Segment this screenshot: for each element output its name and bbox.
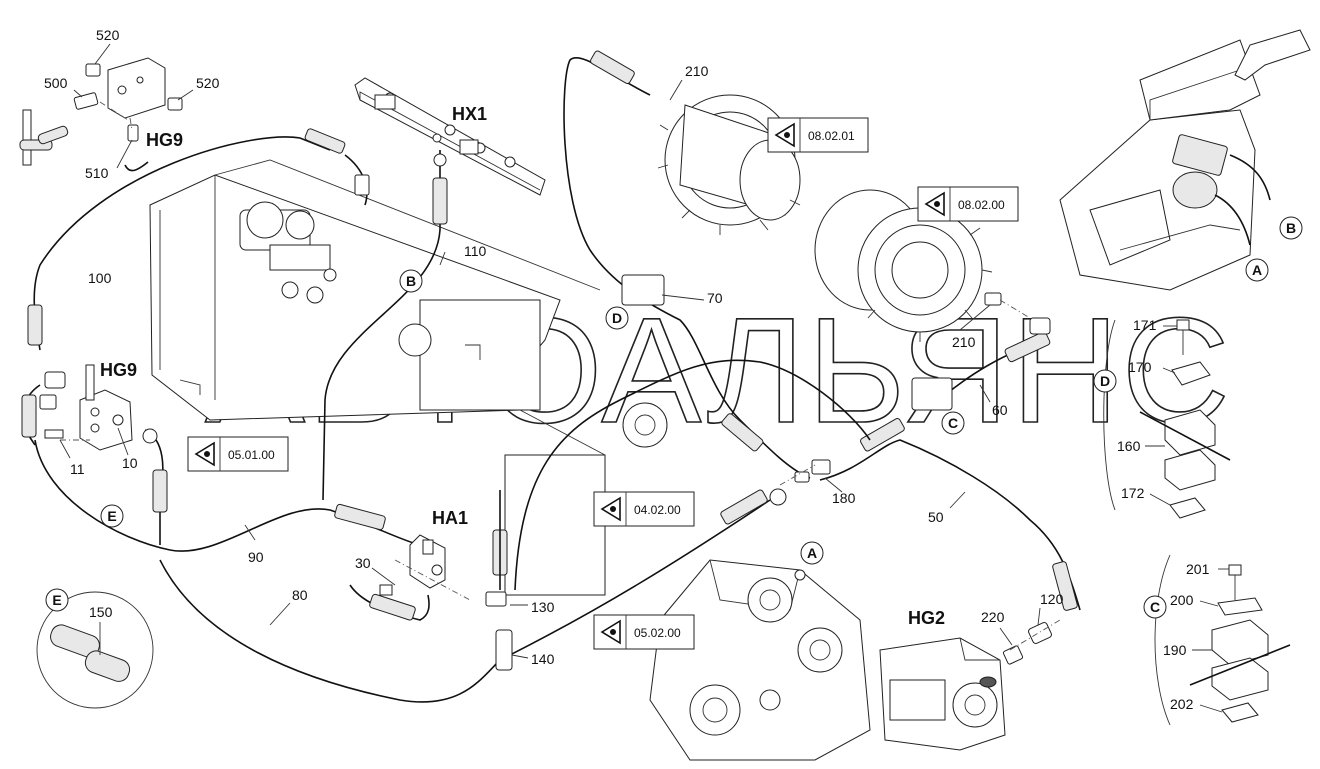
callout-d-main: D bbox=[605, 306, 629, 330]
part-number-labels: 520 500 520 510 210 100 110 70 210 60 11… bbox=[44, 27, 1210, 712]
part-number: 80 bbox=[292, 587, 308, 603]
part-number: 170 bbox=[1128, 359, 1152, 375]
svg-text:C: C bbox=[948, 415, 958, 431]
detail-d-clamp bbox=[1103, 319, 1231, 519]
drive-motor-upper bbox=[657, 94, 801, 235]
reference-code: 08.02.01 bbox=[808, 129, 855, 143]
hose-90 bbox=[34, 439, 421, 552]
group-label-ha1: HA1 bbox=[432, 508, 468, 528]
fitting-180 bbox=[779, 459, 831, 486]
part-number: 100 bbox=[88, 270, 112, 286]
part-number: 202 bbox=[1170, 696, 1194, 712]
reference-box-05-02-00[interactable]: 05.02.00 bbox=[593, 614, 695, 650]
part-number: 500 bbox=[44, 75, 68, 91]
hg9-top-valve bbox=[19, 57, 183, 172]
part-number: 60 bbox=[992, 402, 1008, 418]
part-number: 11 bbox=[70, 461, 85, 477]
view-eye-icon bbox=[600, 496, 621, 522]
reference-code: 05.02.00 bbox=[634, 626, 681, 640]
reference-code: 04.02.00 bbox=[634, 503, 681, 517]
part-number: 70 bbox=[707, 290, 723, 306]
part-number: 160 bbox=[1117, 438, 1141, 454]
svg-text:B: B bbox=[406, 273, 416, 289]
machine-overview bbox=[1059, 29, 1311, 291]
reference-code: 05.01.00 bbox=[228, 448, 275, 462]
svg-text:A: A bbox=[807, 545, 817, 561]
view-eye-icon bbox=[924, 191, 945, 217]
group-label-hg2: HG2 bbox=[908, 608, 945, 628]
view-eye-icon bbox=[194, 441, 215, 467]
group-label-hg9-top: HG9 bbox=[146, 130, 183, 150]
hose-70 bbox=[563, 50, 811, 479]
part-number: 10 bbox=[122, 455, 138, 471]
part-number: 180 bbox=[832, 490, 856, 506]
part-number: 130 bbox=[531, 599, 555, 615]
part-number: 90 bbox=[248, 549, 264, 565]
svg-text:E: E bbox=[107, 508, 116, 524]
part-number: 201 bbox=[1186, 561, 1210, 577]
part-number: 140 bbox=[531, 651, 555, 667]
part-number: 30 bbox=[355, 555, 371, 571]
svg-text:D: D bbox=[1100, 373, 1110, 389]
part-number: 150 bbox=[89, 604, 113, 620]
callout-c-detail: C bbox=[1143, 595, 1167, 619]
part-number: 210 bbox=[685, 63, 709, 79]
svg-text:C: C bbox=[1150, 599, 1160, 615]
hose-100 bbox=[27, 128, 370, 351]
svg-text:B: B bbox=[1286, 220, 1296, 236]
part-number: 120 bbox=[1040, 591, 1064, 607]
reference-box-04-02-00[interactable]: 04.02.00 bbox=[593, 491, 695, 527]
callout-b-main: B bbox=[399, 269, 423, 293]
svg-text:D: D bbox=[612, 310, 622, 326]
part-number: 220 bbox=[981, 609, 1005, 625]
part-number: 190 bbox=[1163, 642, 1187, 658]
callout-b-thumbnail: B bbox=[1279, 216, 1303, 240]
hose-110 bbox=[322, 150, 448, 501]
direction-arrow-icon bbox=[1234, 29, 1311, 81]
part-number: 200 bbox=[1170, 592, 1194, 608]
callout-c-main: C bbox=[941, 411, 965, 435]
reference-box-08-02-00[interactable]: 08.02.00 bbox=[917, 186, 1019, 222]
hose-60 bbox=[911, 317, 1051, 411]
part-number: 171 bbox=[1133, 317, 1157, 333]
hx1-manifold bbox=[354, 77, 546, 196]
leader-lines bbox=[59, 43, 1229, 713]
part-number: 520 bbox=[96, 27, 120, 43]
pump-gearbox bbox=[649, 559, 871, 761]
hydraulic-tank bbox=[149, 159, 668, 596]
part-number: 510 bbox=[85, 165, 109, 181]
detail-e-hose-protection bbox=[36, 591, 154, 709]
callout-a-thumbnail: A bbox=[1245, 258, 1269, 282]
callout-e-detail: E bbox=[45, 588, 69, 612]
part-number: 50 bbox=[928, 509, 944, 525]
group-label-hg9-left: HG9 bbox=[100, 360, 137, 380]
view-eye-icon bbox=[600, 619, 621, 645]
group-label-hx1: HX1 bbox=[452, 104, 487, 124]
svg-text:A: A bbox=[1252, 262, 1262, 278]
reference-code: 08.02.00 bbox=[958, 198, 1005, 212]
drive-motor-lower bbox=[814, 189, 1031, 342]
part-number: 520 bbox=[196, 75, 220, 91]
hose-80 bbox=[159, 488, 787, 703]
callout-a-main: A bbox=[800, 541, 824, 565]
part-number: 210 bbox=[952, 334, 976, 350]
callout-d-detail: D bbox=[1093, 369, 1117, 393]
hg2-pump bbox=[879, 619, 1061, 751]
reference-box-08-02-01[interactable]: 08.02.01 bbox=[767, 117, 869, 153]
hose-50 bbox=[514, 359, 1081, 611]
svg-text:E: E bbox=[52, 592, 61, 608]
callout-e-main: E bbox=[100, 504, 124, 528]
part-number: 172 bbox=[1121, 485, 1145, 501]
reference-box-05-01-00[interactable]: 05.01.00 bbox=[187, 436, 289, 472]
ha1-block bbox=[349, 490, 513, 671]
view-eye-icon bbox=[774, 122, 795, 148]
part-number: 110 bbox=[464, 243, 487, 259]
group-labels: HG9 HX1 HG9 HA1 HG2 bbox=[100, 104, 945, 628]
hg9-left-valve bbox=[39, 364, 158, 451]
